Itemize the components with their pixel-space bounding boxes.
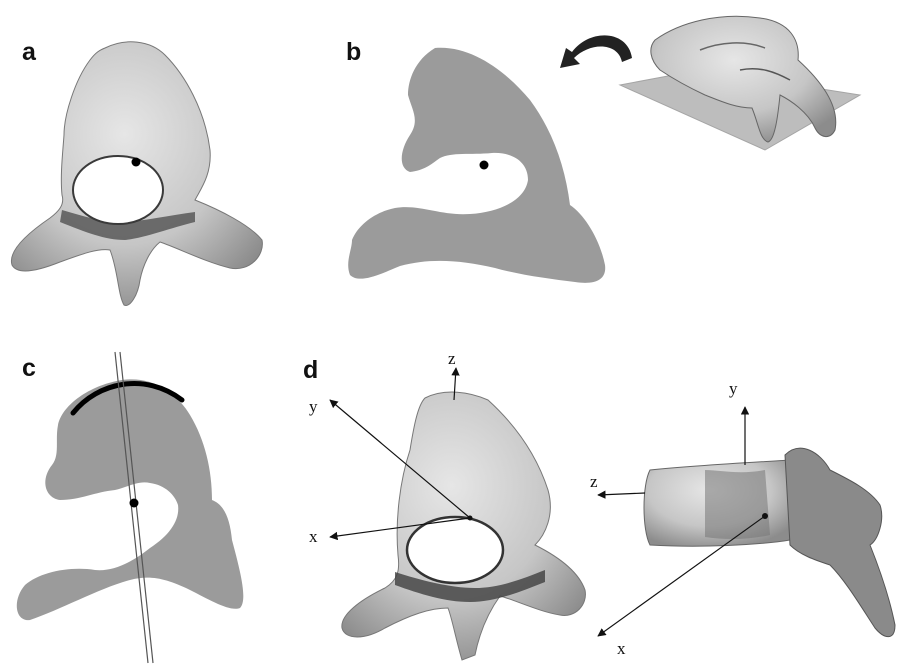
- panel-b-silhouette: [348, 48, 605, 283]
- silhouette-b-shape: [348, 48, 605, 283]
- axis-label-side-z: z: [590, 473, 598, 490]
- panel-a-vertebra: [11, 42, 262, 306]
- panel-label-c: c: [22, 356, 36, 381]
- vertebra-d-foramen: [407, 517, 503, 583]
- axis-label-side-y: y: [729, 380, 738, 397]
- axis-label-front-z: z: [448, 350, 456, 367]
- silhouette-c-center-dot: [130, 499, 139, 508]
- axis-label-front-y: y: [309, 398, 318, 415]
- rotation-arrow-icon: [560, 35, 632, 68]
- axis-label-front-x: x: [309, 528, 318, 545]
- panel-d-side-vertebra: [598, 407, 895, 637]
- vertebra-a-center-dot: [132, 158, 141, 167]
- panel-b-3d-model: [620, 16, 860, 150]
- panel-label-a: a: [22, 40, 36, 65]
- silhouette-c-shape: [17, 379, 244, 620]
- silhouette-b-center-dot: [480, 161, 489, 170]
- axis-side-z: [598, 493, 645, 495]
- panel-label-b: b: [346, 40, 361, 65]
- panel-label-d: d: [303, 358, 318, 383]
- panel-c-silhouette: [17, 352, 244, 663]
- vertebra-a-foramen: [73, 156, 163, 224]
- axis-label-side-x: x: [617, 640, 626, 657]
- vertebra-side-arch: [785, 448, 895, 636]
- panel-d-front-vertebra: [330, 368, 585, 660]
